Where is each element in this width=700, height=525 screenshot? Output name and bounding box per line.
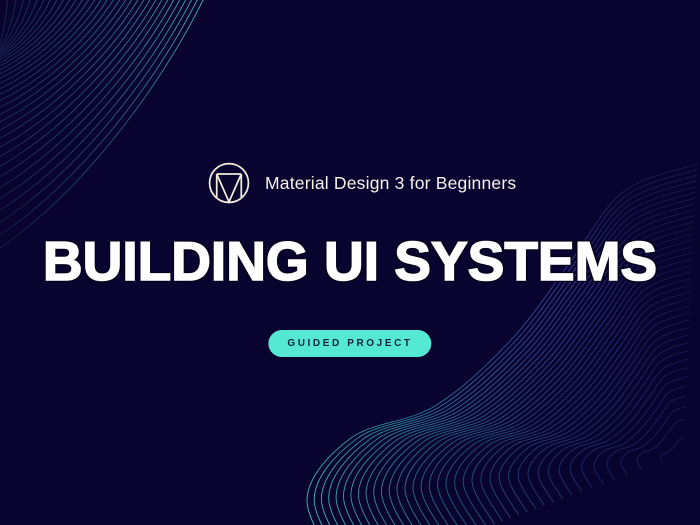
page-title: BUILDING UI SYSTEMS bbox=[42, 230, 658, 292]
material-design-monogram-icon bbox=[208, 162, 250, 205]
course-subtitle: Material Design 3 for Beginners bbox=[265, 172, 517, 193]
course-header: Material Design 3 for Beginners bbox=[207, 160, 516, 206]
guided-project-badge: GUIDED PROJECT bbox=[268, 330, 432, 357]
topleft-wave-decoration bbox=[0, 0, 204, 249]
